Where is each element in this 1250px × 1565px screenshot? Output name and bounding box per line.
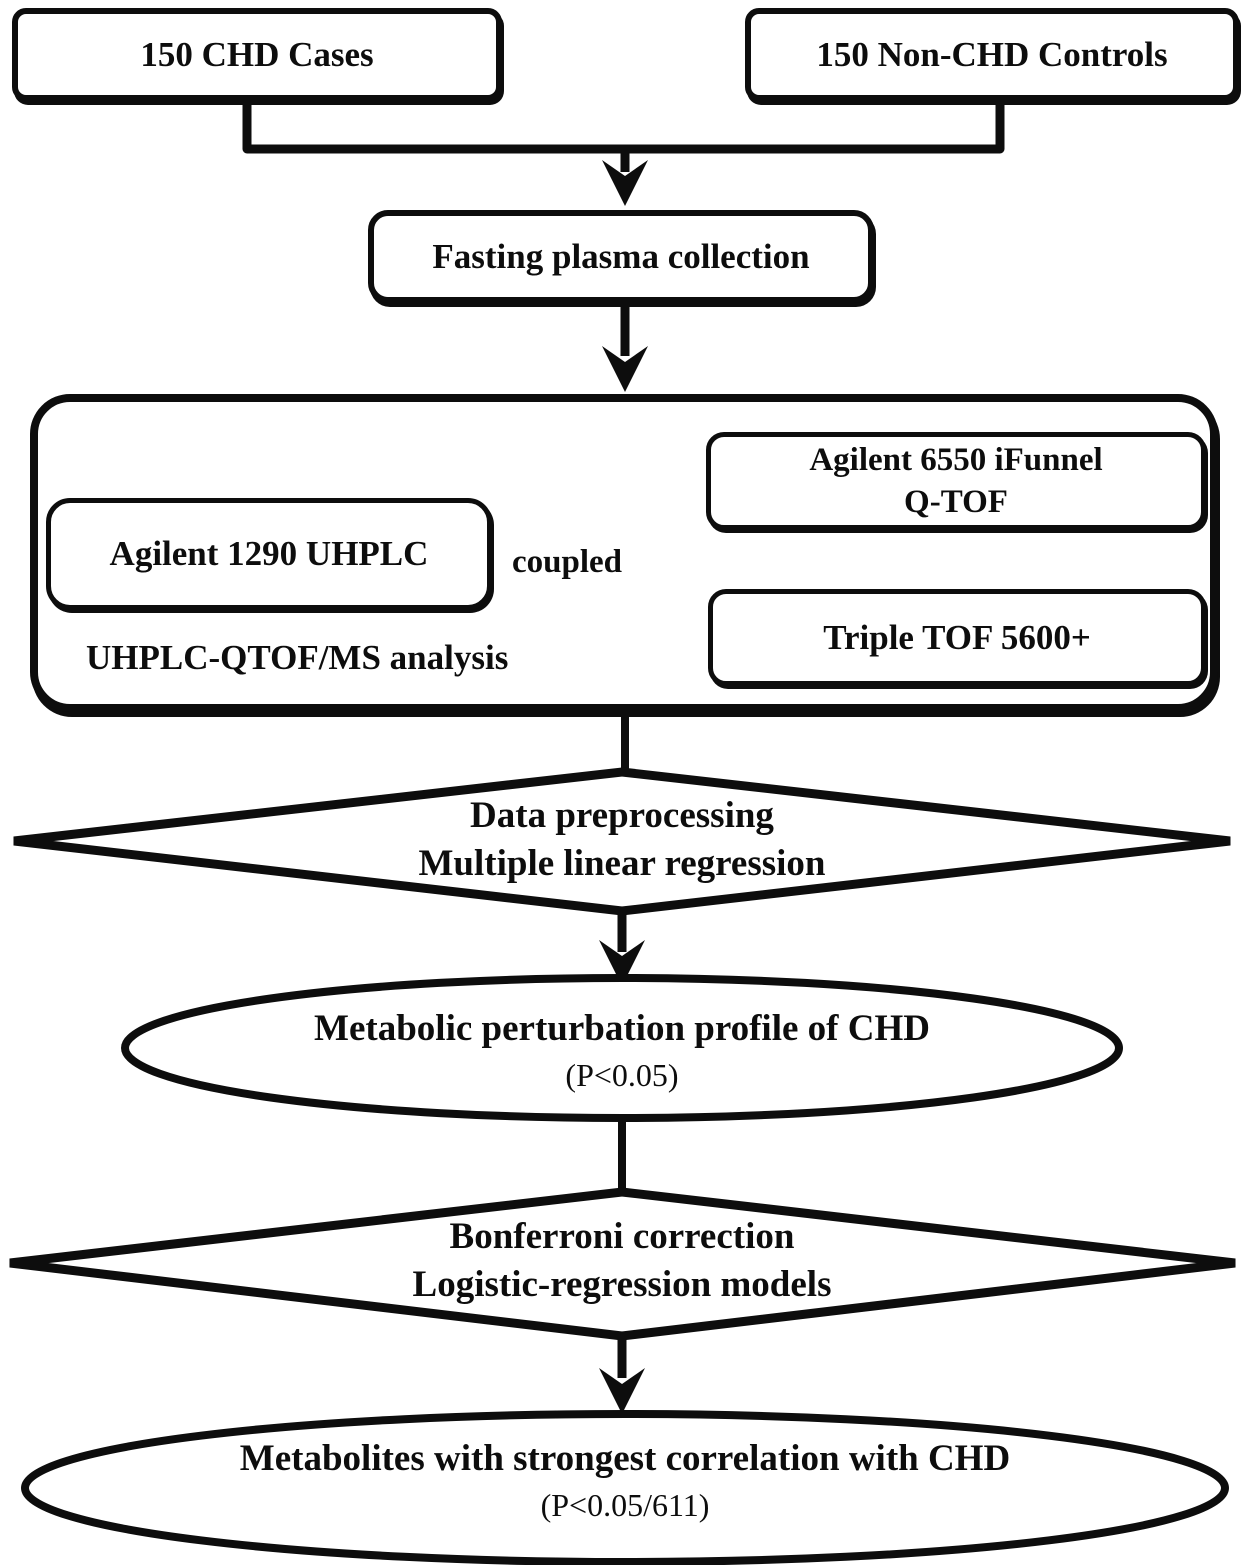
qtof-label-line2: Q-TOF bbox=[904, 484, 1008, 520]
node-non-chd-controls: 150 Non-CHD Controls bbox=[745, 8, 1239, 101]
result-line1: Metabolites with strongest correlation w… bbox=[239, 1438, 1011, 1479]
profile-text: Metabolic perturbation profile of CHD (P… bbox=[122, 1006, 1122, 1099]
arrow-to-profile-icon bbox=[599, 911, 645, 986]
correction-text: Bonferroni correction Logistic-regressio… bbox=[222, 1213, 1022, 1309]
arrow-to-fasting-icon bbox=[602, 149, 648, 206]
chd-cases-label: 150 CHD Cases bbox=[140, 34, 374, 74]
arrow-to-result-icon bbox=[599, 1336, 645, 1414]
uhplc-label: Agilent 1290 UHPLC bbox=[109, 534, 429, 573]
node-chd-cases: 150 CHD Cases bbox=[12, 8, 502, 101]
profile-line2: (P<0.05) bbox=[565, 1057, 679, 1093]
correction-line2: Logistic-regression models bbox=[412, 1264, 832, 1305]
preprocessing-line2: Multiple linear regression bbox=[418, 843, 826, 884]
result-line2: (P<0.05/611) bbox=[540, 1487, 710, 1523]
node-qtof: Agilent 6550 iFunnel Q-TOF bbox=[706, 432, 1206, 530]
non-chd-controls-label: 150 Non-CHD Controls bbox=[816, 34, 1168, 74]
coupled-label: coupled bbox=[511, 544, 623, 580]
arrow-to-analysis-icon bbox=[602, 304, 648, 392]
tripletof-label: Triple TOF 5600+ bbox=[823, 617, 1091, 657]
qtof-label-line1: Agilent 6550 iFunnel bbox=[809, 442, 1103, 478]
preprocessing-text: Data preprocessing Multiple linear regre… bbox=[222, 792, 1022, 888]
node-uhplc: Agilent 1290 UHPLC bbox=[46, 498, 492, 610]
node-fasting-plasma: Fasting plasma collection bbox=[368, 210, 874, 303]
profile-line1: Metabolic perturbation profile of CHD bbox=[314, 1008, 930, 1049]
node-tripletof: Triple TOF 5600+ bbox=[708, 589, 1206, 686]
ellipse-result bbox=[21, 1410, 1229, 1565]
result-text: Metabolites with strongest correlation w… bbox=[25, 1436, 1225, 1529]
correction-line1: Bonferroni correction bbox=[449, 1216, 795, 1257]
merge-bracket-connector bbox=[242, 102, 1005, 154]
analysis-caption: UHPLC-QTOF/MS analysis bbox=[86, 638, 509, 677]
preprocessing-line1: Data preprocessing bbox=[470, 795, 774, 836]
fasting-plasma-label: Fasting plasma collection bbox=[432, 236, 810, 276]
